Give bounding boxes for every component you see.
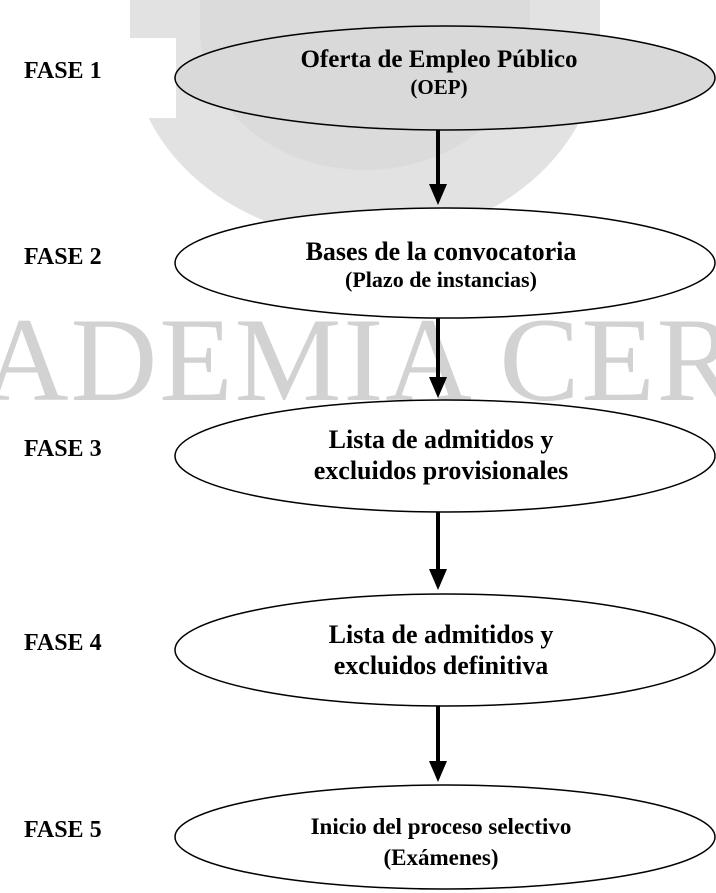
- phase-3-text: Lista de admitidos y excluidos provision…: [176, 424, 706, 486]
- phase-3-label: FASE 3: [24, 436, 102, 462]
- phase-2-node: [174, 207, 716, 319]
- phase-3-title: Lista de admitidos y: [328, 425, 554, 454]
- arrow-2-3: [429, 318, 447, 398]
- phase-2-subtitle: (Plazo de instancias): [345, 267, 537, 292]
- phase-5-title: Inicio del proceso selectivo: [310, 814, 572, 839]
- phase-2-text: Bases de la convocatoria (Plazo de insta…: [176, 236, 706, 293]
- arrow-3-4: [429, 512, 447, 590]
- arrow-4-5: [429, 706, 447, 782]
- arrow-1-2: [429, 130, 447, 205]
- phase-4-subtitle: excluidos definitiva: [333, 651, 549, 680]
- phase-3-node: [174, 399, 716, 513]
- phase-4-text: Lista de admitidos y excluidos definitiv…: [176, 619, 706, 681]
- phase-4-title: Lista de admitidos y: [328, 620, 554, 649]
- phase-5-text: Inicio del proceso selectivo (Exámenes): [176, 811, 706, 873]
- phase-1-subtitle: (OEP): [410, 75, 468, 99]
- phase-5-subtitle: (Exámenes): [383, 845, 499, 870]
- phase-1-node: [174, 25, 716, 131]
- phase-4-node: [174, 593, 716, 707]
- phase-2-title: Bases de la convocatoria: [305, 237, 577, 266]
- phase-5-label: FASE 5: [24, 817, 102, 843]
- phase-2-label: FASE 2: [24, 244, 102, 270]
- phase-5-node: [174, 784, 716, 890]
- phase-1-label: FASE 1: [24, 58, 102, 84]
- phase-1-text: Oferta de Empleo Público (OEP): [184, 44, 694, 99]
- watermark-text: ADEMIA CERV: [0, 300, 716, 420]
- phase-3-subtitle: excluidos provisionales: [313, 456, 569, 485]
- label-background: [0, 38, 176, 118]
- phase-1-title: Oferta de Empleo Público: [300, 46, 578, 73]
- phase-4-label: FASE 4: [24, 630, 102, 656]
